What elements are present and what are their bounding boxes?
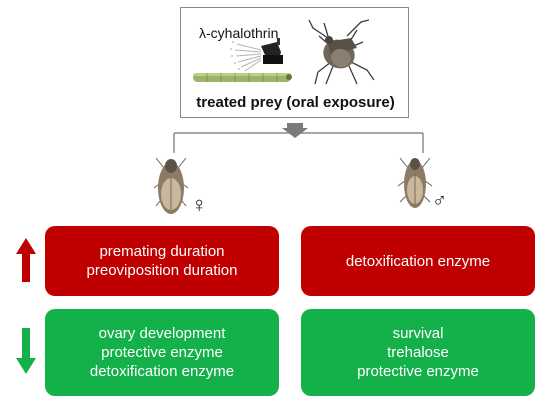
treatment-panel: λ-cyhalothrin treated prey (oral exposur… [180, 7, 409, 118]
female-bug-icon [153, 157, 189, 214]
male-decrease-box: survival trehalose protective enzyme [301, 309, 535, 396]
caterpillar-icon [193, 73, 292, 82]
female-decrease-box: ovary development protective enzyme deto… [45, 309, 279, 396]
male-increase-item: detoxification enzyme [345, 252, 491, 270]
treatment-illustration [193, 19, 375, 85]
female-decrease-item: protective enzyme [101, 344, 223, 361]
female-increase-box: premating duration preoviposition durati… [45, 226, 279, 296]
male-symbol: ♂ [432, 190, 447, 212]
male-increase-box: detoxification enzyme [301, 226, 535, 296]
down-arrow-icon [16, 328, 36, 374]
sprayer-icon [230, 38, 283, 75]
female-decrease-item: ovary development [98, 325, 226, 342]
male-decrease-item: survival [392, 325, 444, 342]
female-increase-item: preoviposition duration [86, 262, 238, 279]
down-pointer-icon [282, 123, 308, 138]
female-decrease-item: detoxification enzyme [89, 363, 235, 380]
up-arrow-icon [16, 238, 36, 282]
prey-label: treated prey (oral exposure) [196, 94, 395, 111]
branch-connector [173, 132, 424, 153]
male-bug-icon [397, 157, 433, 208]
insecticide-label: λ-cyhalothrin [199, 25, 279, 41]
female-increase-item: premating duration [99, 243, 225, 260]
stink-bug-icon [308, 19, 375, 85]
female-symbol: ♀ [191, 192, 208, 217]
male-decrease-item: trehalose [387, 344, 449, 361]
male-decrease-item: protective enzyme [357, 363, 479, 380]
